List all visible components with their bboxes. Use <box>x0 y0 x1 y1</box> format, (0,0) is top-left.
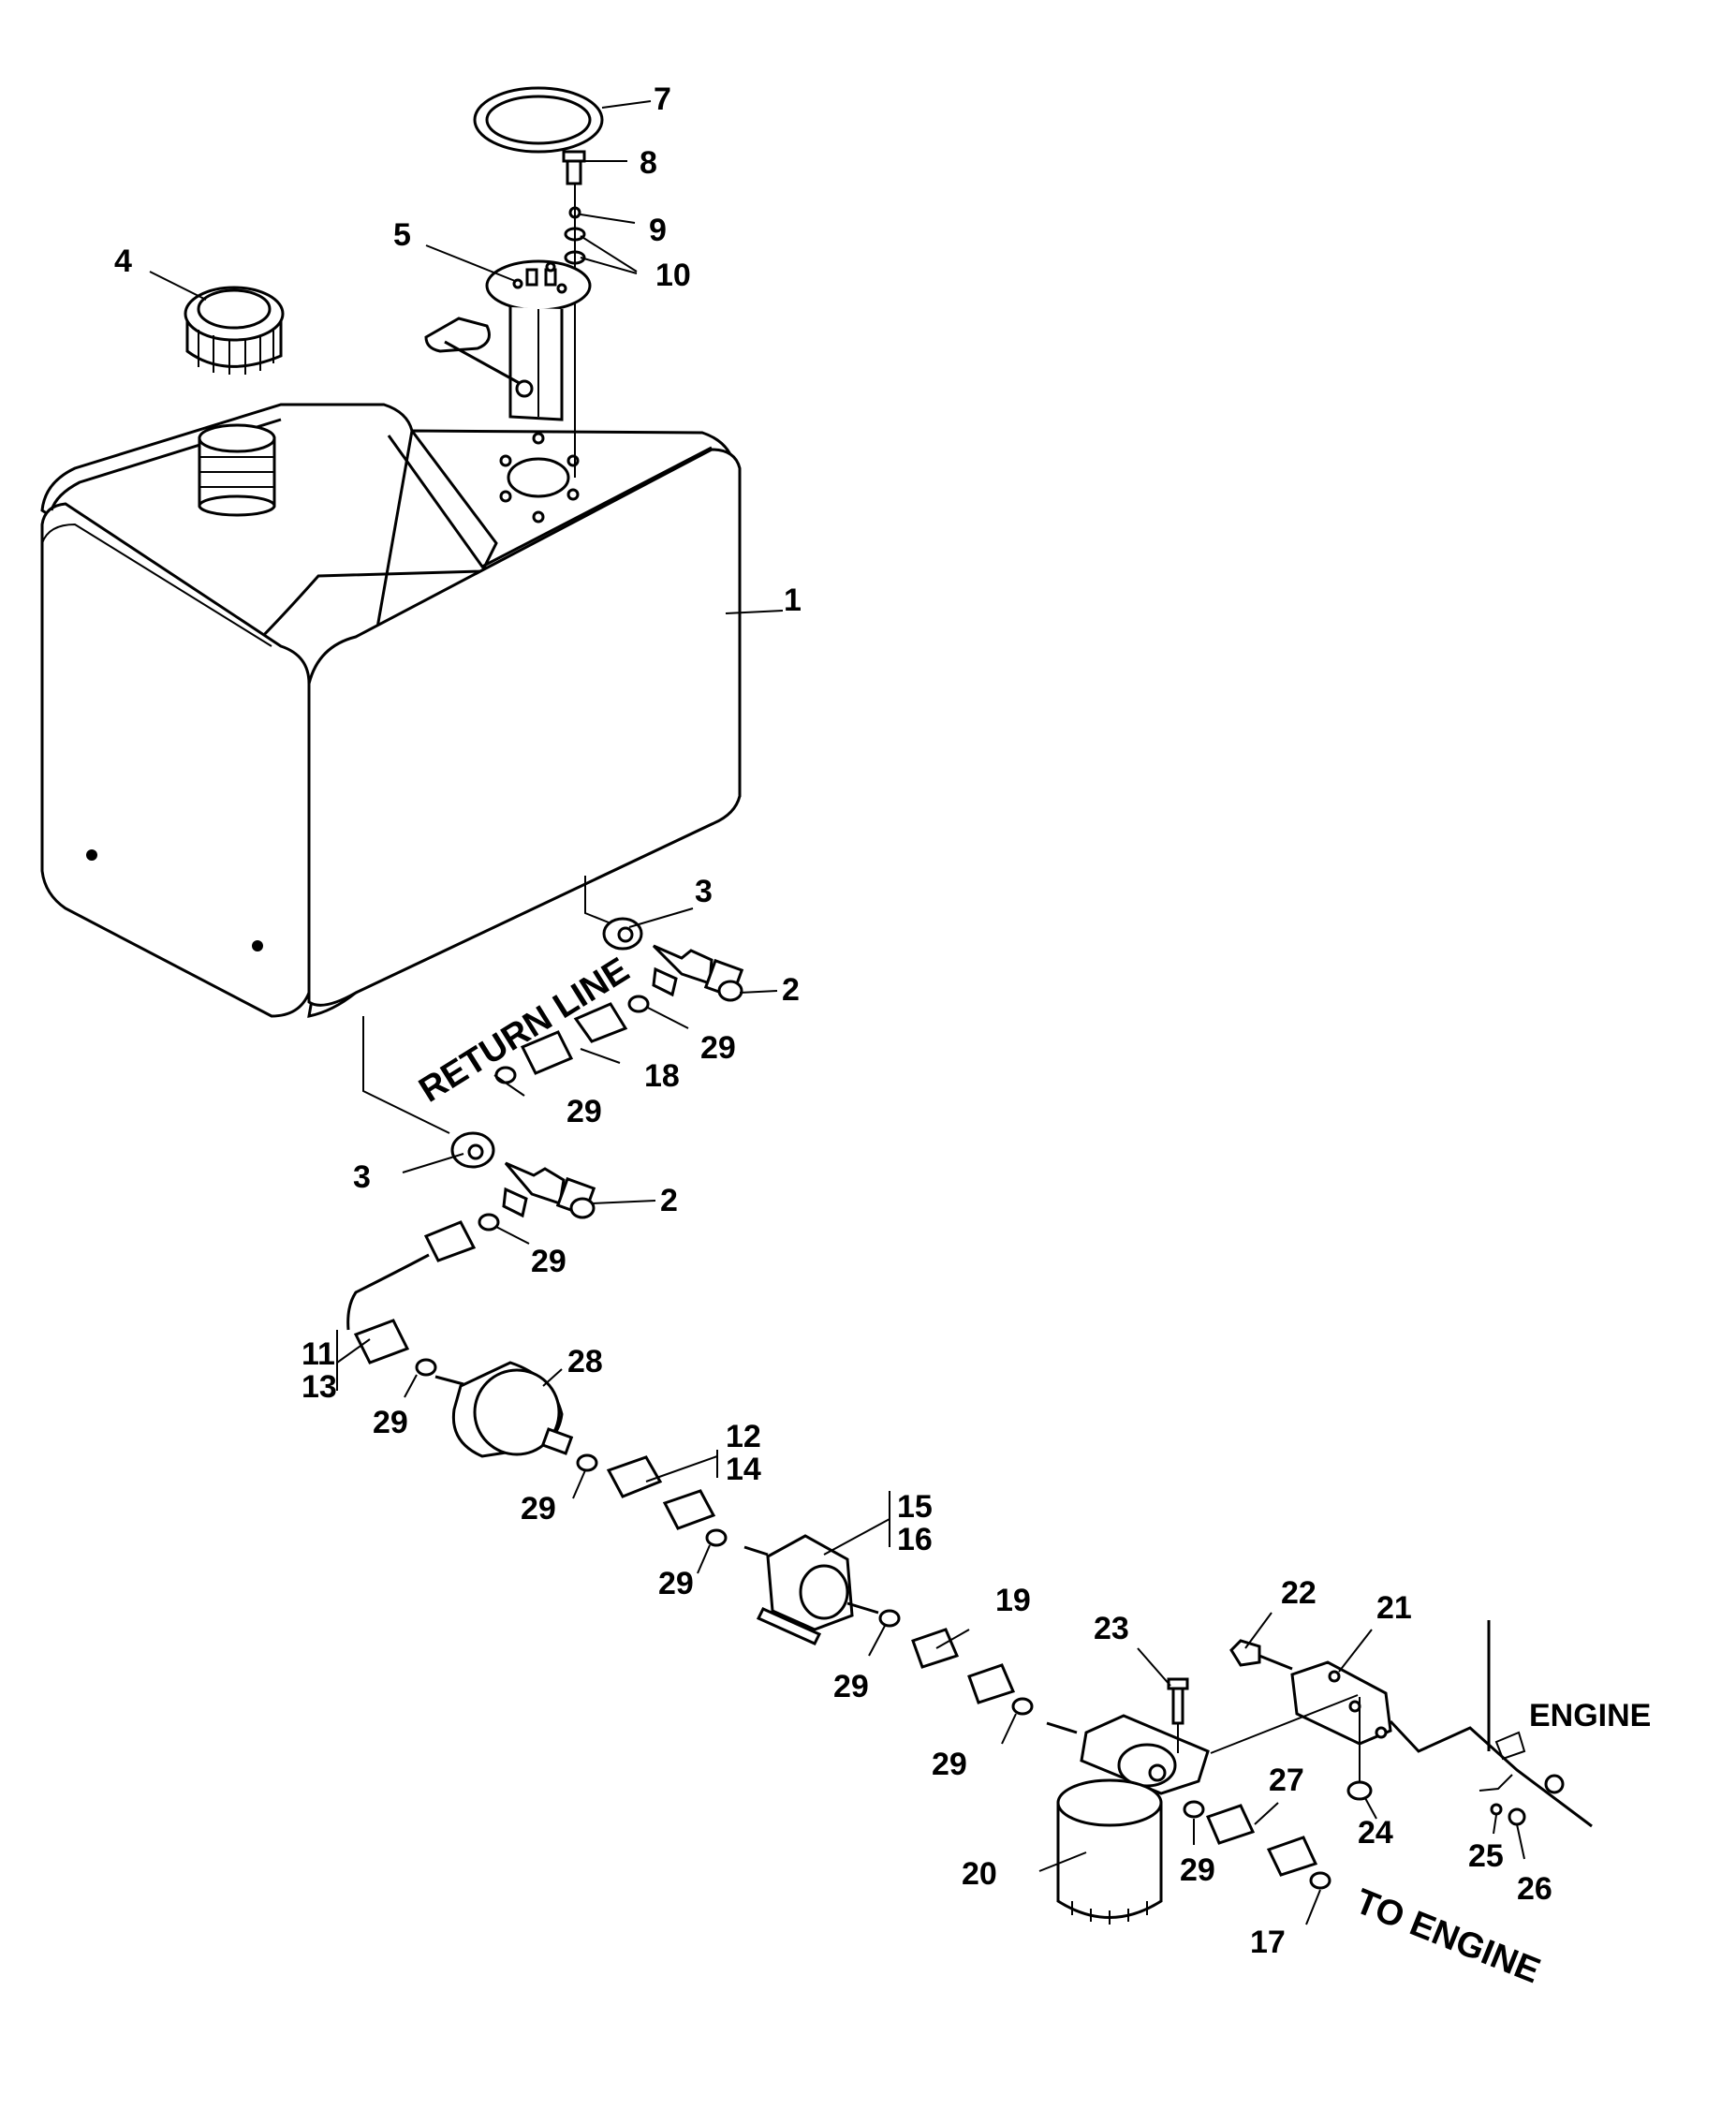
fuel-tank <box>40 403 742 1018</box>
callout-29: 29 <box>373 1405 408 1440</box>
callout-17: 17 <box>1250 1925 1286 1960</box>
callout-numbers: 1 2 2 3 3 4 5 7 8 9 10 11 13 12 14 15 16… <box>114 81 1552 1960</box>
callout-21: 21 <box>1376 1590 1412 1626</box>
callout-5: 5 <box>393 217 411 253</box>
callout-29: 29 <box>833 1669 869 1704</box>
callout-22: 22 <box>1281 1575 1317 1611</box>
callout-24: 24 <box>1358 1815 1393 1851</box>
callout-20: 20 <box>962 1856 997 1892</box>
callout-27: 27 <box>1269 1763 1304 1798</box>
filler-neck <box>198 423 276 517</box>
sender-mount-holes <box>499 432 580 524</box>
sending-unit <box>424 259 592 421</box>
engine-label: ENGINE <box>1529 1698 1651 1733</box>
fuel-cap <box>184 286 285 375</box>
callout-4: 4 <box>114 243 132 279</box>
callout-1: 1 <box>784 583 802 618</box>
callout-3: 3 <box>695 874 713 909</box>
tank-drain-hole <box>86 849 97 861</box>
callout-29: 29 <box>521 1491 556 1527</box>
callout-29: 29 <box>932 1747 967 1782</box>
callout-29: 29 <box>658 1566 694 1601</box>
callout-8: 8 <box>640 145 657 181</box>
callout-11: 11 <box>302 1336 335 1372</box>
callout-18: 18 <box>644 1058 680 1094</box>
callout-29: 29 <box>700 1030 736 1066</box>
callout-28: 28 <box>567 1344 603 1379</box>
callout-19: 19 <box>995 1583 1031 1618</box>
callout-29: 29 <box>566 1094 602 1129</box>
callout-29: 29 <box>1180 1852 1215 1888</box>
callout-16: 16 <box>897 1522 933 1557</box>
callout-26: 26 <box>1517 1871 1552 1907</box>
callout-10: 10 <box>655 258 691 293</box>
inline-filter <box>434 1361 728 1547</box>
leader-lines <box>149 100 1525 1925</box>
callout-7: 7 <box>654 81 671 117</box>
gasket <box>473 86 604 154</box>
callout-9: 9 <box>649 213 667 248</box>
callout-3: 3 <box>353 1159 371 1195</box>
lower-return-fittings <box>346 1016 596 1377</box>
upper-return-fittings <box>494 876 744 1084</box>
callout-12: 12 <box>726 1419 761 1454</box>
callout-29: 29 <box>531 1244 566 1279</box>
callout-25: 25 <box>1468 1838 1504 1874</box>
screw-and-washers <box>562 150 586 478</box>
tank-drain-hole <box>252 940 263 951</box>
fuel-pump <box>743 1534 1034 1716</box>
fuel-filter-assembly <box>1046 1677 1210 1925</box>
callout-15: 15 <box>897 1489 933 1525</box>
mounting-bracket <box>1210 1620 1593 1828</box>
callout-14: 14 <box>726 1452 761 1487</box>
callout-2: 2 <box>660 1183 678 1218</box>
callout-2: 2 <box>782 972 800 1008</box>
callout-13: 13 <box>302 1369 337 1405</box>
callout-23: 23 <box>1094 1611 1129 1646</box>
outlet-line <box>1183 1800 1331 1890</box>
